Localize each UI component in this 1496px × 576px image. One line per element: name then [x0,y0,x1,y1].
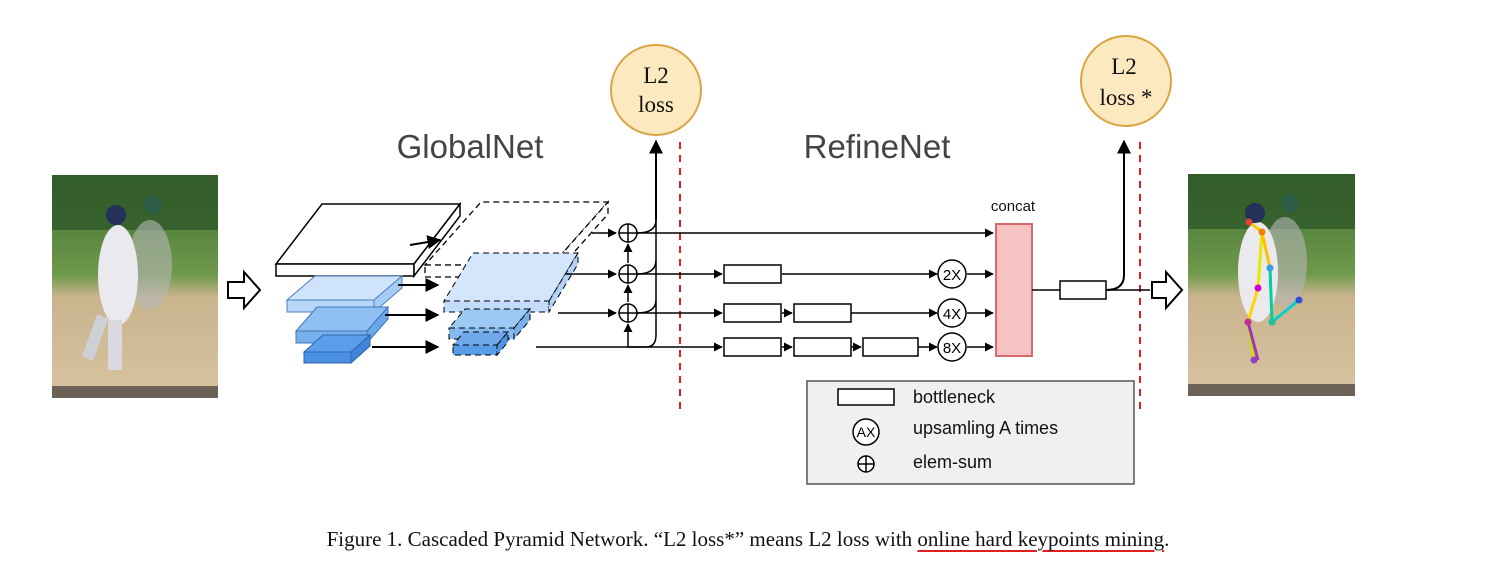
legend: bottleneck AX upsamling A times elem-sum [806,380,1135,485]
figure-caption: Figure 1. Cascaded Pyramid Network. “L2 … [326,527,1170,551]
l2-loss-hard-node: L2 loss * [1080,35,1172,127]
elem-sum-nodes [618,223,638,347]
svg-text:concat: concat [991,198,1036,215]
legend-elemsum-icon [857,455,875,473]
concat-block: concat [991,198,1036,357]
refinenet-title: RefineNet [804,128,951,165]
cpn-diagram: GlobalNet RefineNet [52,35,1355,485]
legend-upsampling-label: upsamling A times [913,418,1058,438]
svg-text:8X: 8X [943,340,961,357]
svg-text:loss: loss [638,92,674,117]
l2-loss-node: L2 loss [610,44,702,136]
globalnet-title: GlobalNet [397,128,544,165]
refinenet-rows [628,228,994,352]
legend-elemsum-label: elem-sum [913,452,992,472]
svg-text:L2: L2 [643,63,669,88]
legend-bottleneck-label: bottleneck [913,387,996,407]
globalnet-features [423,200,610,357]
svg-text:loss *: loss * [1099,85,1152,110]
input-image [52,175,218,398]
pyramid-arrows [372,235,442,354]
svg-text:L2: L2 [1111,54,1137,79]
upsampling-nodes: 2X 4X 8X [937,259,967,362]
feature-pyramid [274,201,462,365]
globalnet-outputs [536,228,628,348]
input-arrow [227,269,262,311]
svg-text:4X: 4X [943,306,961,323]
output-image [1188,174,1355,396]
legend-upsampling-icon [852,418,880,446]
svg-text:AX: AX [857,424,876,440]
caption-underlined-term: online hard keypoints mining [917,527,1165,551]
bottleneck-blocks [723,264,919,357]
refinenet-output [1032,139,1150,300]
svg-text:2X: 2X [943,267,961,284]
legend-bottleneck-swatch [837,388,895,406]
output-arrow [1151,269,1184,311]
